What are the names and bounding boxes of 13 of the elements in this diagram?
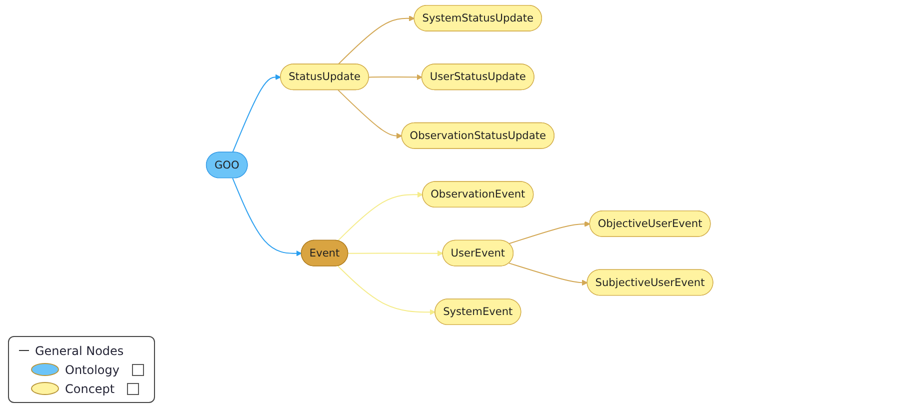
arrow xyxy=(348,250,444,256)
arrow xyxy=(508,221,590,244)
arrow xyxy=(337,266,436,316)
arrow xyxy=(337,192,423,242)
arrow xyxy=(508,262,588,286)
arrow xyxy=(338,90,402,139)
legend-heading: General Nodes xyxy=(35,344,124,358)
arrow xyxy=(232,74,281,153)
legend-label: Concept xyxy=(65,382,115,396)
arrow xyxy=(232,178,302,256)
arrow xyxy=(368,74,422,80)
arrow xyxy=(338,16,415,65)
legend-label: Ontology xyxy=(65,362,120,376)
